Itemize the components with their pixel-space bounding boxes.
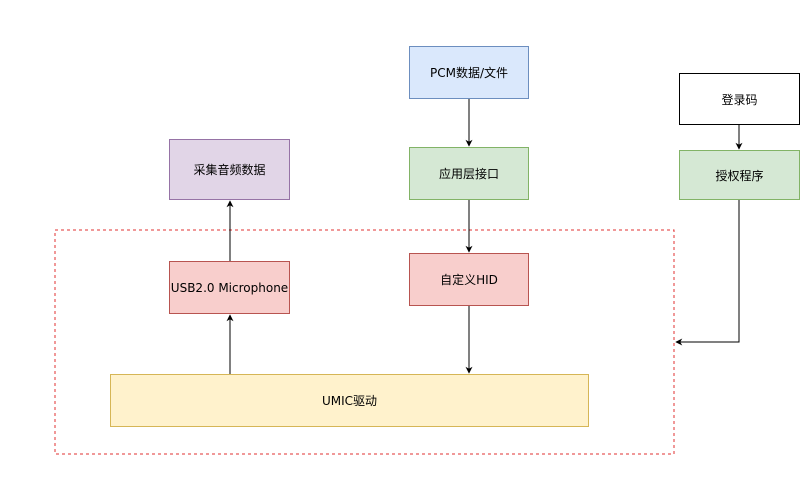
pcm-file-node[interactable]: PCM数据/文件 [409, 46, 529, 99]
collect-audio-label: 采集音频数据 [193, 163, 266, 177]
usb-microphone-node[interactable]: USB2.0 Microphone [169, 261, 290, 314]
app-interface-node[interactable]: 应用层接口 [409, 147, 529, 200]
custom-hid-label: 自定义HID [440, 273, 498, 287]
edge-auth-to-group [675, 199, 740, 346]
app-interface-label: 应用层接口 [438, 167, 499, 181]
login-code-label: 登录码 [721, 92, 758, 107]
pcm-file-label: PCM数据/文件 [429, 66, 508, 80]
umic-driver-label: UMIC驱动 [321, 394, 378, 408]
usb-microphone-label: USB2.0 Microphone [170, 280, 289, 295]
auth-program-node[interactable]: 授权程序 [679, 150, 800, 200]
collect-audio-node[interactable]: 采集音频数据 [169, 139, 290, 200]
auth-program-label: 授权程序 [715, 168, 764, 183]
custom-hid-node[interactable]: 自定义HID [409, 253, 529, 306]
umic-driver-node[interactable]: UMIC驱动 [110, 374, 589, 427]
login-code-node[interactable]: 登录码 [679, 73, 800, 125]
driver-group-boundary [54, 229, 675, 455]
